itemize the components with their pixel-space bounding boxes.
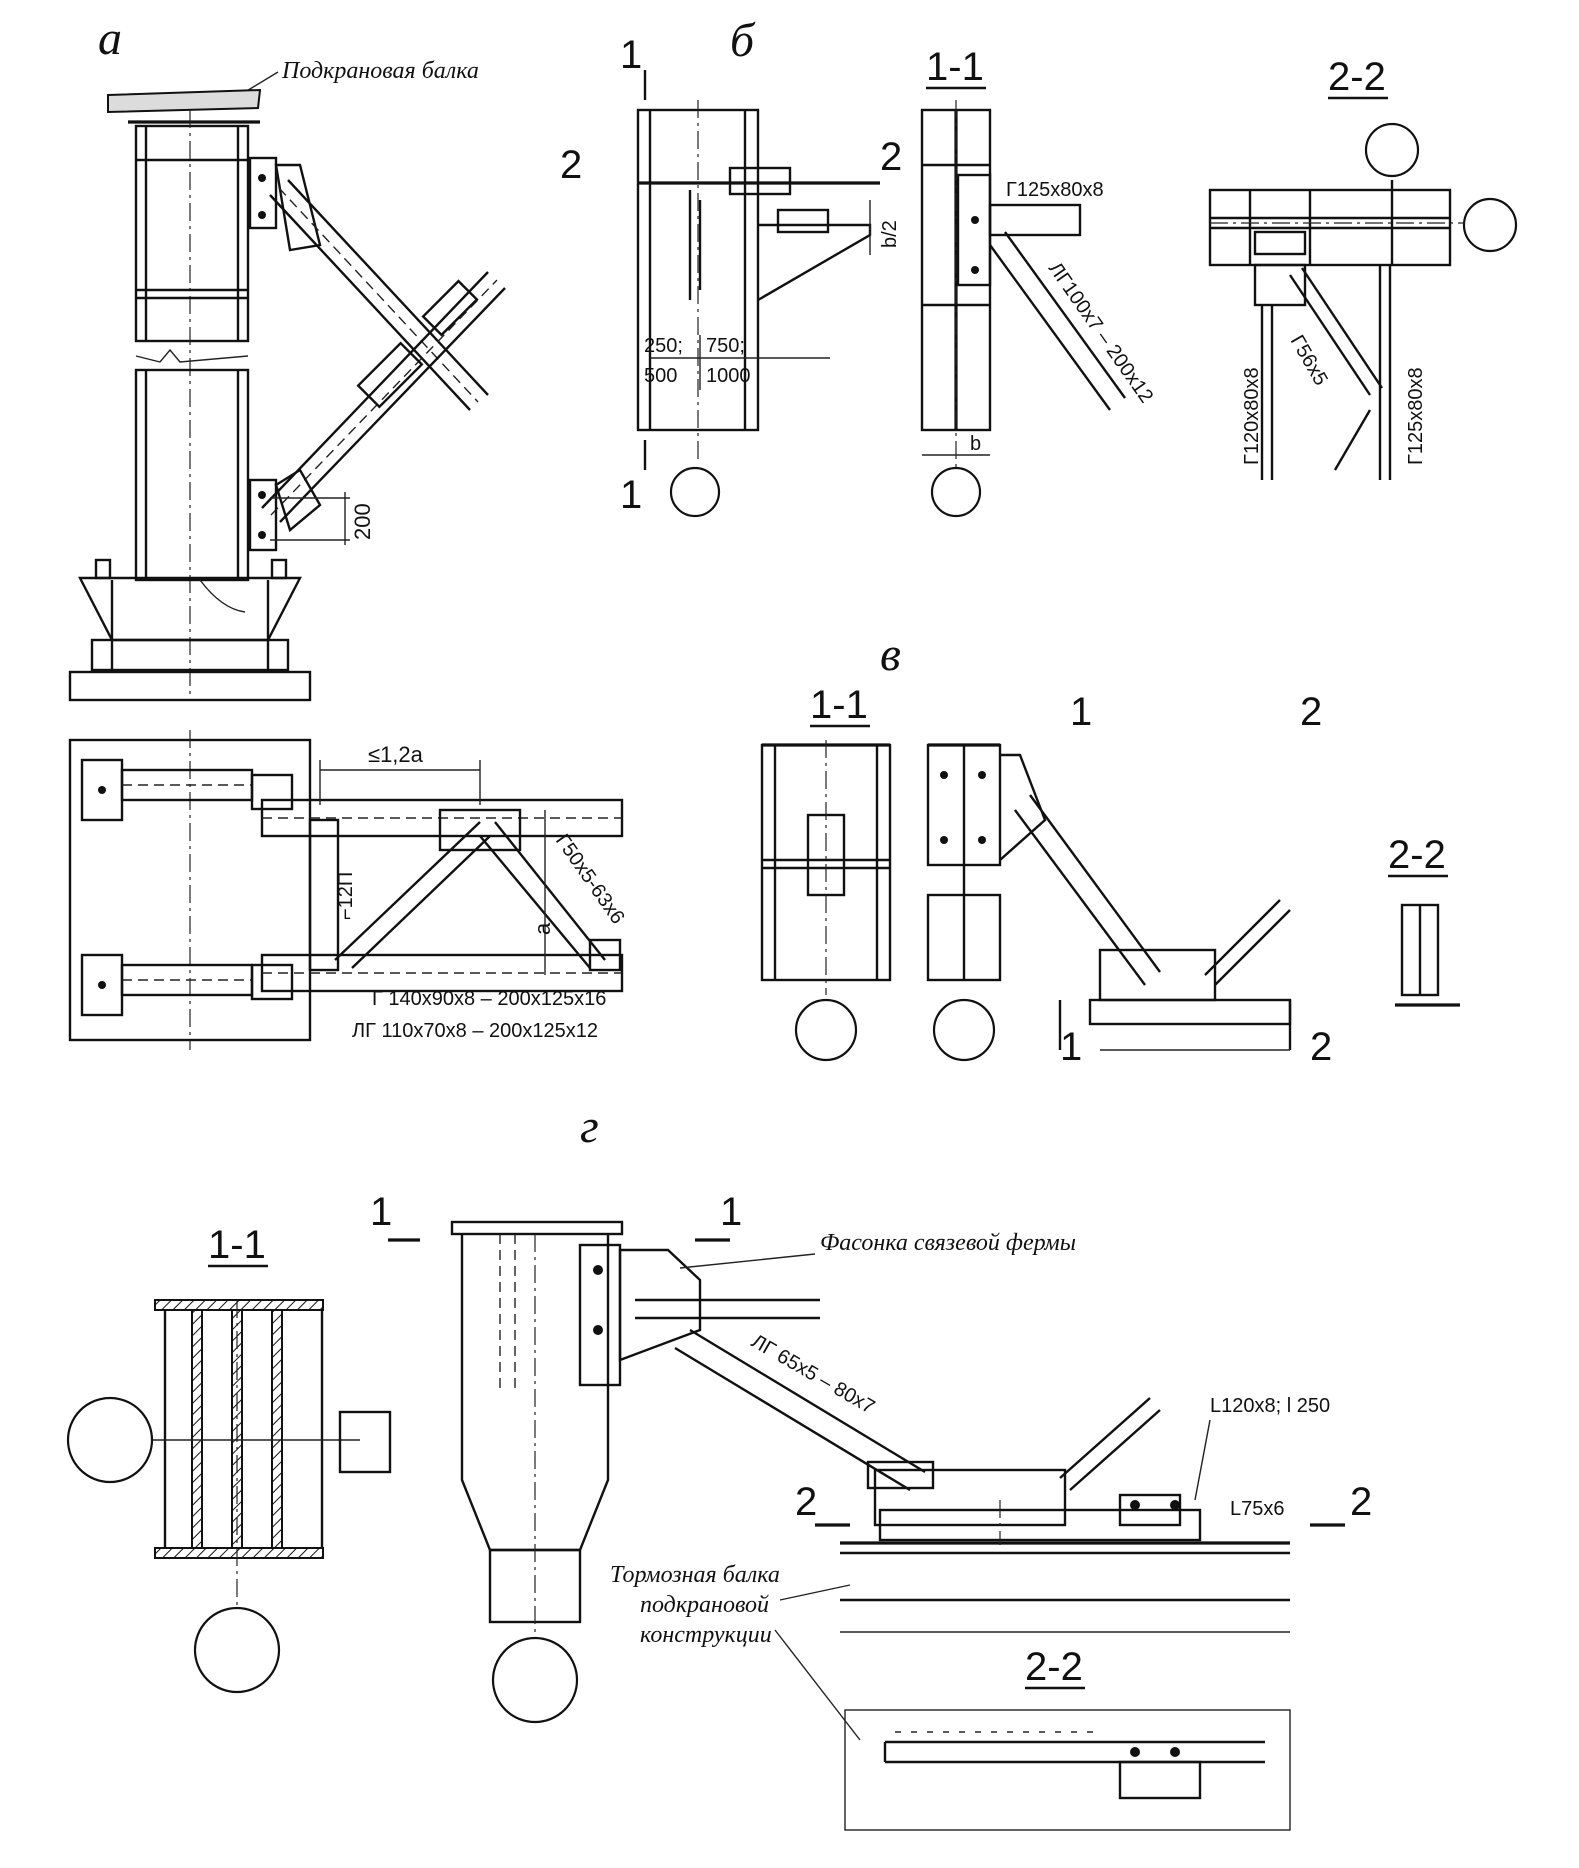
panel-v-label: в — [880, 628, 901, 681]
section-g-1-1: 1-1 — [66, 1223, 392, 1694]
panel-g-label: г — [580, 1100, 599, 1153]
brake-beam-caption-2: подкрановой — [640, 1592, 769, 1618]
upper-gusset — [248, 156, 322, 252]
section-g-2-2: 2-2 — [844, 1645, 1291, 1831]
axis-bubble-b11 — [930, 466, 982, 518]
dim-le-label: ≤1,2a — [368, 742, 424, 767]
brace-diagonal-lower — [261, 271, 506, 523]
panel-b: б 1 1 2 2 250; 750; 500 1000 b/2 — [560, 14, 1518, 518]
axis-bubble-v11 — [794, 998, 858, 1062]
axis-bubble-v-elev — [932, 998, 996, 1062]
angle-120-label: L120x8; l 250 — [1210, 1395, 1330, 1417]
brace-angle-label: Г50x5-63x6 — [551, 830, 629, 928]
sec-b-11-angle-diag: ЛГ100x7 – 200x12 — [1044, 258, 1157, 407]
axis-bubble-b22-top — [1364, 122, 1420, 178]
sec-g-22-title: 2-2 — [1025, 1645, 1083, 1689]
dim-500: 500 — [644, 365, 677, 387]
dim-250: 250; — [644, 335, 683, 357]
sec-v-cut-2-bot: 2 — [1310, 1025, 1332, 1069]
cut-1-top: 1 — [620, 33, 642, 77]
channel-label: ⌐12П — [335, 872, 357, 920]
sec-v-cut-1-bot: 1 — [1060, 1025, 1082, 1069]
column-base — [68, 558, 312, 702]
sec-b-22-left: Г120x80x8 — [1241, 367, 1263, 465]
sec-b-11-title: 1-1 — [926, 45, 984, 89]
brake-beam-caption-3: конструкции — [640, 1622, 772, 1648]
cut-2-right: 2 — [880, 135, 902, 179]
dim-a-label: a — [530, 922, 555, 935]
section-b-1-1: 1-1 b Г125x80x8 ЛГ100x7 – 200x12 — [920, 45, 1157, 518]
column-upper — [134, 110, 250, 700]
brace-diagonal-upper — [269, 179, 489, 411]
sec-v-cut-1-top: 1 — [1070, 690, 1092, 734]
panel-a-label: а — [98, 12, 122, 65]
section-b-2-2: 2-2 Г120x80x8 Г56x5 Г125x80x8 — [1208, 55, 1518, 480]
section-v-1-1: 1-1 — [760, 683, 892, 1062]
dim-1000: 1000 — [706, 365, 751, 387]
sec-b-22-title: 2-2 — [1328, 55, 1386, 99]
brake-beam-caption-1: Тормозная балка — [610, 1562, 780, 1588]
column-b-elevation: 250; 750; 500 1000 b/2 — [636, 100, 901, 518]
angle-1-label: Г 140x90x8 – 200x125x16 — [372, 988, 606, 1010]
cut-1-bottom: 1 — [620, 473, 642, 517]
sec-g-cut-2-right: 2 — [1350, 1480, 1372, 1524]
sec-v-cut-2-top: 2 — [1300, 690, 1322, 734]
crane-beam — [107, 88, 262, 114]
sec-g-11-title: 1-1 — [208, 1223, 266, 1267]
sec-v-11-title: 1-1 — [810, 683, 868, 727]
sec-v-22-title: 2-2 — [1388, 833, 1446, 877]
dim-750: 750; — [706, 335, 745, 357]
axis-bubble-b1 — [669, 466, 721, 518]
axis-bubble-b22-right — [1462, 197, 1518, 253]
dim-b2: b/2 — [879, 220, 901, 248]
dimension-200: 200 — [270, 492, 375, 545]
angle-2-label: ЛГ 110x70x8 – 200x125x12 — [352, 1020, 598, 1042]
plan-view-a: ≤1,2a a ⌐12П Г50x5-63x6 Г 140x90x8 – 200… — [68, 730, 629, 1050]
lower-gusset — [248, 468, 322, 552]
sec-b-22-diag: Г56x5 — [1286, 332, 1332, 390]
panel-v: в 1-1 — [760, 628, 1460, 1069]
panel-b-label: б — [730, 14, 756, 67]
section-g-plan: 2 2 L120x8; l 250 L75x6 Тормозная балка … — [610, 1395, 1372, 1741]
sec-g-cut-1-right: 1 — [720, 1190, 742, 1234]
crane-beam-caption: Подкрановая балка — [281, 58, 479, 84]
column-lower — [134, 348, 250, 582]
panel-a: а Подкрановая балка — [68, 12, 629, 1050]
axis-bubble-g11-bottom — [193, 1606, 281, 1694]
axis-bubble-g-elev — [491, 1636, 579, 1724]
axis-bubble-g11-left — [66, 1396, 154, 1484]
sec-g-cut-1-left: 1 — [370, 1190, 392, 1234]
sec-b-11-dim-b: b — [970, 433, 981, 455]
section-v-elevation: 1 2 1 2 — [926, 690, 1332, 1069]
cut-2-left: 2 — [560, 143, 582, 187]
dim-200-label: 200 — [350, 503, 375, 540]
sec-b-11-angle-top: Г125x80x8 — [1006, 179, 1104, 201]
angle-75-label: L75x6 — [1230, 1498, 1285, 1520]
sec-b-22-right: Г125x80x8 — [1405, 367, 1427, 465]
sec-g-cut-2-left: 2 — [795, 1480, 817, 1524]
panel-g: г 1-1 1 1 — [66, 1100, 1372, 1831]
gusset-caption: Фасонка связевой фермы — [820, 1230, 1076, 1256]
section-v-2-2: 2-2 — [1388, 833, 1460, 1007]
